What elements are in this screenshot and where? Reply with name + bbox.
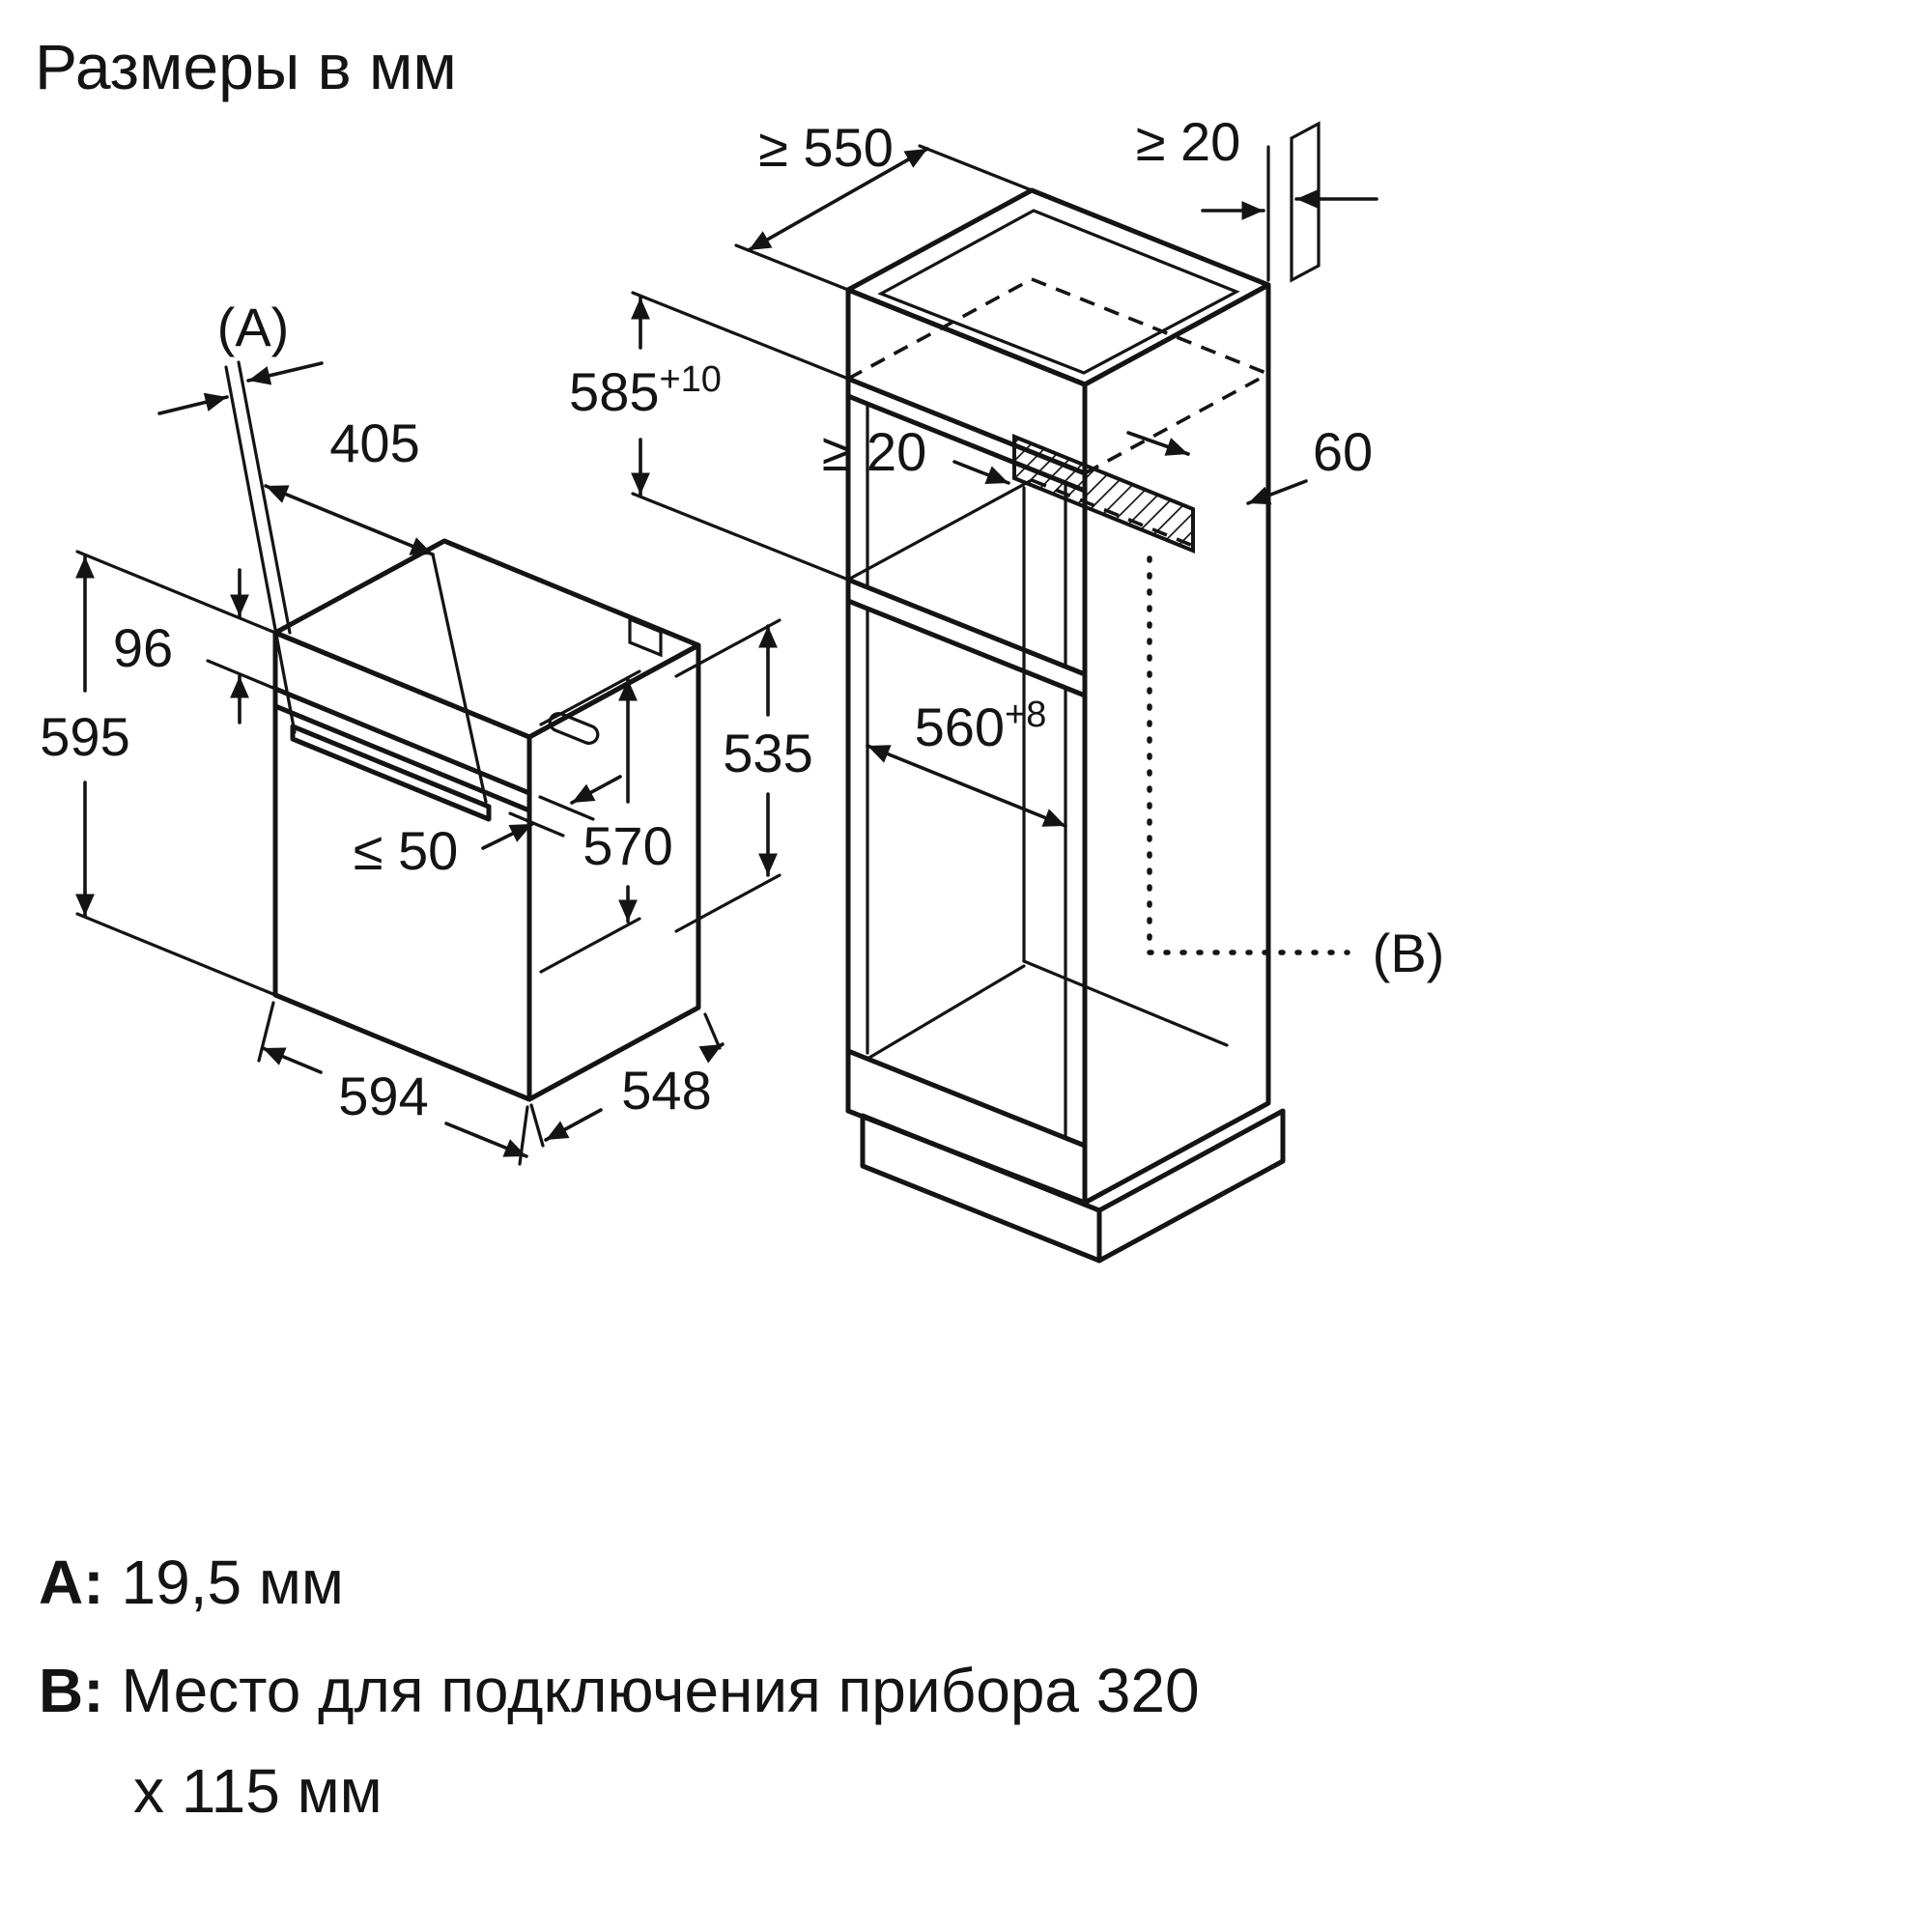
dim-a: (A) — [157, 297, 324, 734]
dim-label-550: ≥ 550 — [758, 117, 894, 178]
dim-50: ≤ 50 — [354, 775, 622, 881]
oven-dimensions: (A) 405 96 595 ≤ 50 — [40, 297, 813, 1166]
dim-label-535: 535 — [723, 723, 812, 783]
oven-top-face — [272, 538, 701, 740]
cabinet-bottom-shelf-line — [845, 1048, 1088, 1149]
cabinet-top-face — [845, 187, 1271, 387]
cabinet-top-inner-frame — [877, 209, 1240, 375]
dim-label-594: 594 — [338, 1065, 428, 1126]
cabinet-niche-bottom-line2 — [845, 598, 1088, 698]
dim-label-96: 96 — [113, 617, 173, 678]
connection-area-hatched — [1012, 434, 1195, 554]
hidden-shelf-left-edge — [847, 277, 1033, 381]
cabinet-dimensions: ≥ 550 ≥ 20 585+10 ≥ 20 60 — [569, 111, 1444, 983]
dim-20-top: ≥ 20 — [1136, 111, 1378, 220]
dim-585: 585+10 — [569, 291, 850, 582]
cabinet-niche-bottom-line — [845, 577, 1088, 677]
dim-label-50: ≤ 50 — [354, 820, 459, 881]
dim-label-585: 585+10 — [569, 359, 722, 422]
dim-570: 570 — [539, 669, 673, 974]
dim-550: ≥ 550 — [734, 117, 1034, 292]
dim-label-20-mid: ≥ 20 — [822, 421, 927, 482]
dim-20-mid: ≥ 20 — [822, 421, 1010, 485]
dim-label-405: 405 — [329, 412, 419, 473]
dim-label-548: 548 — [621, 1060, 711, 1121]
cabinet-floor-back-edge — [1022, 959, 1229, 1047]
hidden-shelf-right-edge — [1084, 372, 1269, 475]
dim-594: 594 — [257, 1001, 529, 1166]
dim-405: 405 — [264, 412, 488, 804]
dim-96: 96 — [113, 568, 277, 724]
oven-door-top-line — [272, 703, 532, 813]
legend-line-b: B:Место для подключения прибора 320 — [39, 1656, 1200, 1725]
oven-right-face — [526, 642, 701, 1102]
dim-label-b: (B) — [1373, 923, 1445, 983]
cabinet-base-right — [1096, 1108, 1286, 1264]
legend-line-b2: x 115 мм — [133, 1756, 383, 1826]
oven-handle — [290, 724, 492, 822]
dim-label-60: 60 — [1313, 421, 1373, 482]
dim-label-a: (A) — [217, 297, 290, 357]
cabinet-floor-left-edge — [866, 964, 1026, 1061]
rear-wall-panel — [1290, 121, 1321, 283]
dim-535: 535 — [674, 618, 813, 933]
dim-label-560: 560+8 — [915, 695, 1047, 757]
dim-595: 595 — [40, 550, 277, 997]
dim-b: (B) — [1147, 555, 1445, 983]
oven-control-panel-line — [272, 686, 532, 796]
oven-drawing — [272, 538, 701, 1102]
oven-vent-notch — [628, 616, 663, 658]
page-title: Размеры в мм — [35, 31, 457, 102]
dim-548: 548 — [529, 1012, 724, 1148]
cabinet-drawing — [845, 121, 1321, 1264]
dim-60: 60 — [1126, 421, 1373, 505]
legend-line-a: A:19,5 мм — [39, 1548, 344, 1617]
cabinet-shelf-depth-edge — [846, 478, 1034, 582]
dim-label-570: 570 — [582, 815, 672, 876]
dim-label-595: 595 — [40, 706, 129, 767]
hidden-shelf-back-edge — [1031, 277, 1269, 376]
dim-label-20-top: ≥ 20 — [1136, 111, 1241, 172]
dim-560: 560+8 — [866, 695, 1067, 828]
legend: A:19,5 мм B:Место для подключения прибор… — [39, 1548, 1200, 1826]
